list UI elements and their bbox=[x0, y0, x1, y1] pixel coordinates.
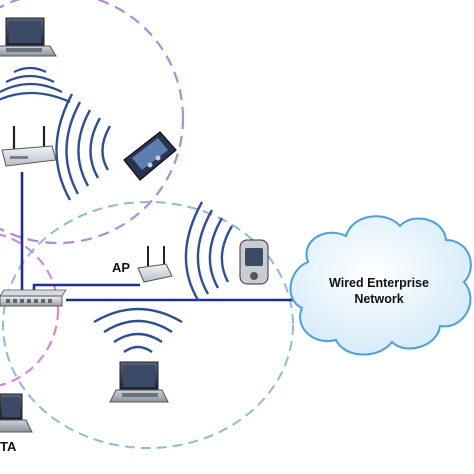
sta-label: TA bbox=[0, 439, 17, 454]
coverage-cell-upper bbox=[0, 0, 185, 245]
pda-upper-icon bbox=[123, 131, 177, 181]
wifi-waves-top-laptop bbox=[0, 66, 71, 104]
access-point-upper-icon bbox=[1, 126, 57, 167]
wifi-waves-bottom-laptop bbox=[93, 307, 183, 353]
cloud-label-line1: Wired Enterprise bbox=[329, 276, 429, 290]
wifi-waves-lower-pda bbox=[184, 201, 234, 301]
cloud-icon bbox=[289, 215, 472, 356]
ethernet-switch-icon bbox=[0, 289, 67, 307]
cloud-label-line2: Network bbox=[354, 292, 403, 306]
wifi-waves-upper-pda bbox=[55, 93, 112, 201]
access-point-lower-icon bbox=[137, 246, 173, 283]
coverage-cell-lower bbox=[2, 201, 294, 449]
coverage-cell-left bbox=[0, 233, 60, 387]
ap-label: AP bbox=[112, 260, 130, 275]
pda-lower-icon bbox=[239, 239, 269, 285]
laptop-bottom-center-icon bbox=[109, 361, 169, 403]
laptop-top-icon bbox=[0, 17, 57, 57]
laptop-bottom-left-icon bbox=[0, 393, 33, 433]
